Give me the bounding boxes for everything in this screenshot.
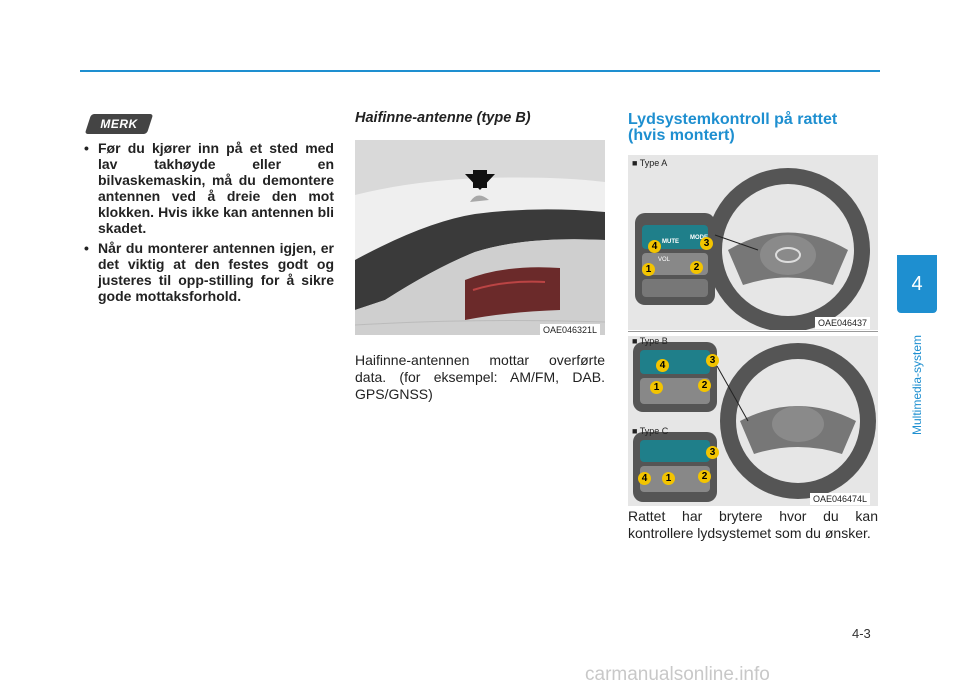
page-number: 4-3 <box>852 626 871 641</box>
type-bc-image-code: OAE046474L <box>810 493 871 505</box>
note-list: Før du kjører inn på et sted med lav tak… <box>80 140 334 308</box>
marker-3-type-c: 3 <box>706 446 719 459</box>
note-item-1: Før du kjører inn på et sted med lav tak… <box>80 140 334 236</box>
mode-button-label: MODE <box>690 235 708 241</box>
antenna-illustration <box>355 140 605 335</box>
header-rule <box>80 70 880 72</box>
vol-button-label: VOL <box>658 257 671 263</box>
marker-1-type-c: 1 <box>662 472 675 485</box>
note-badge: MERK <box>84 114 154 134</box>
audio-control-description: Rattet har brytere hvor du kan kontrolle… <box>628 508 878 541</box>
audio-control-heading: Lydsystemkontroll på rattet (hvis monter… <box>628 111 838 144</box>
marker-4-type-a: 4 <box>648 240 661 253</box>
mute-button-label: MUTE <box>662 239 679 245</box>
note-item-2: Når du monterer antennen igjen, er det v… <box>80 240 334 304</box>
marker-2-type-a: 2 <box>690 261 703 274</box>
type-a-label: ■ Type A <box>632 158 668 168</box>
type-c-label: ■ Type C <box>632 426 669 436</box>
antenna-image-code: OAE046321L <box>540 324 601 336</box>
antenna-description: Haifinne-antennen mottar overførte data.… <box>355 352 605 402</box>
marker-2-type-b: 2 <box>698 379 711 392</box>
chapter-number: 4 <box>911 273 923 295</box>
marker-4-type-c: 4 <box>638 472 651 485</box>
marker-1-type-b: 1 <box>650 381 663 394</box>
watermark: carmanualsonline.info <box>585 664 770 685</box>
chapter-tab: 4 <box>897 255 937 313</box>
note-badge-label: MERK <box>100 117 138 131</box>
type-b-label: ■ Type B <box>632 336 668 346</box>
panel-divider <box>628 331 878 332</box>
car-rear-drawing <box>355 140 605 335</box>
steering-wheel-b-drawing <box>633 342 876 502</box>
marker-1-type-a: 1 <box>642 263 655 276</box>
marker-4-type-b: 4 <box>656 359 669 372</box>
marker-3-type-a: 3 <box>700 237 713 250</box>
marker-2-type-c: 2 <box>698 470 711 483</box>
marker-3-type-b: 3 <box>706 354 719 367</box>
antenna-heading: Haifinne-antenne (type B) <box>355 110 531 126</box>
chapter-label-wrap: Multimedia-system <box>903 320 931 450</box>
chapter-label: Multimedia-system <box>910 334 924 436</box>
steering-wheel-type-a: ■ Type A MUTE MODE VOL 4 3 1 2 <box>628 155 878 330</box>
type-a-image-code: OAE046437 <box>815 317 871 329</box>
